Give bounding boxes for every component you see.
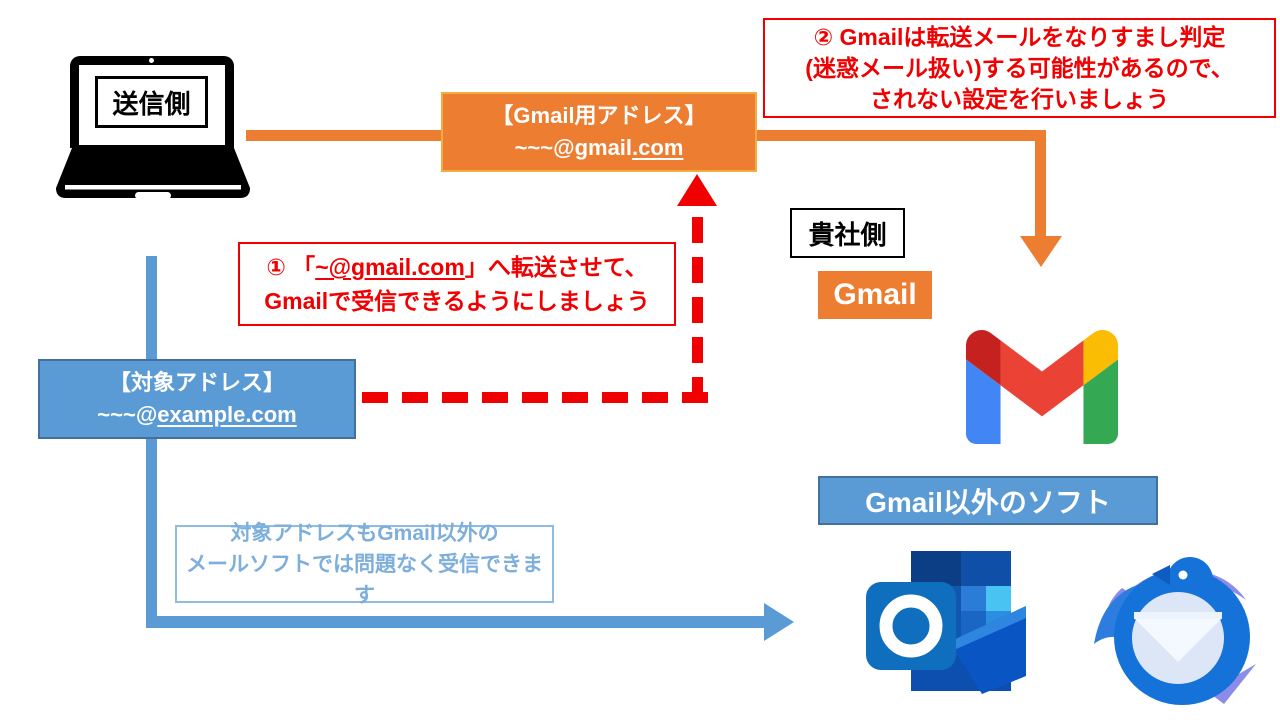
blue-arrowhead-right-icon [764, 603, 794, 641]
spoof-note-line3: されない設定を行いましょう [870, 85, 1169, 112]
outlook-logo-icon [860, 544, 1052, 709]
red-arrowhead-up-icon [677, 174, 717, 206]
other-software-badge: Gmail以外のソフト [818, 476, 1158, 525]
spoof-note-line1: ② Gmailは転送メールをなりすまし判定 [813, 23, 1226, 50]
orange-arrow-vertical [1035, 130, 1046, 237]
receive-anywhere-note: 対象アドレスもGmail以外の メールソフトでは問題なく受信できます [175, 522, 554, 607]
gmail-badge-label: Gmail [833, 278, 917, 311]
target-address-title: 【対象アドレス】 [108, 370, 285, 395]
gmail-address-box: 【Gmail用アドレス】 ~~~@gmail.com [441, 92, 757, 172]
laptop-webcam-dot-icon [149, 58, 154, 63]
blue-arrow-vertical [146, 256, 157, 628]
gmail-badge: Gmail [818, 271, 932, 319]
gmail-address-title: 【Gmail用アドレス】 [491, 103, 707, 128]
forward-note-line1: ① 「~@gmail.com」へ転送させて、 [266, 254, 648, 280]
red-dashed-arrow-vertical [692, 204, 703, 403]
forward-instruction-note: ① 「~@gmail.com」へ転送させて、 Gmailで受信できるようにしまし… [238, 242, 676, 326]
spoof-note-line2: (迷惑メール扱い)する可能性があるので、 [805, 54, 1234, 81]
red-dashed-arrow-horizontal [362, 392, 708, 403]
other-software-label: Gmail以外のソフト [865, 486, 1111, 518]
gmail-address-value: ~~~@gmail.com [514, 135, 684, 160]
receive-note-line2: メールソフトでは問題なく受信できます [186, 552, 543, 607]
thunderbird-logo-icon [1092, 546, 1260, 713]
blue-arrow-horizontal [146, 616, 766, 628]
target-address-value: ~~~@example.com [97, 402, 297, 427]
company-side-label-box: 貴社側 [790, 208, 905, 258]
target-address-box: 【対象アドレス】 ~~~@example.com [38, 359, 356, 439]
sender-label-box: 送信側 [95, 76, 208, 128]
forward-note-line2: Gmailで受信できるようにしましょう [264, 288, 650, 314]
sender-label: 送信側 [112, 88, 191, 119]
spoof-warning-note: ② Gmailは転送メールをなりすまし判定 (迷惑メール扱い)する可能性があるの… [763, 18, 1276, 118]
gmail-logo-icon [966, 330, 1118, 449]
laptop-base-icon [56, 148, 250, 209]
receive-note-line1: 対象アドレスもGmail以外の [230, 521, 499, 545]
company-side-label: 貴社側 [808, 219, 887, 250]
orange-arrowhead-down-icon [1020, 236, 1062, 267]
